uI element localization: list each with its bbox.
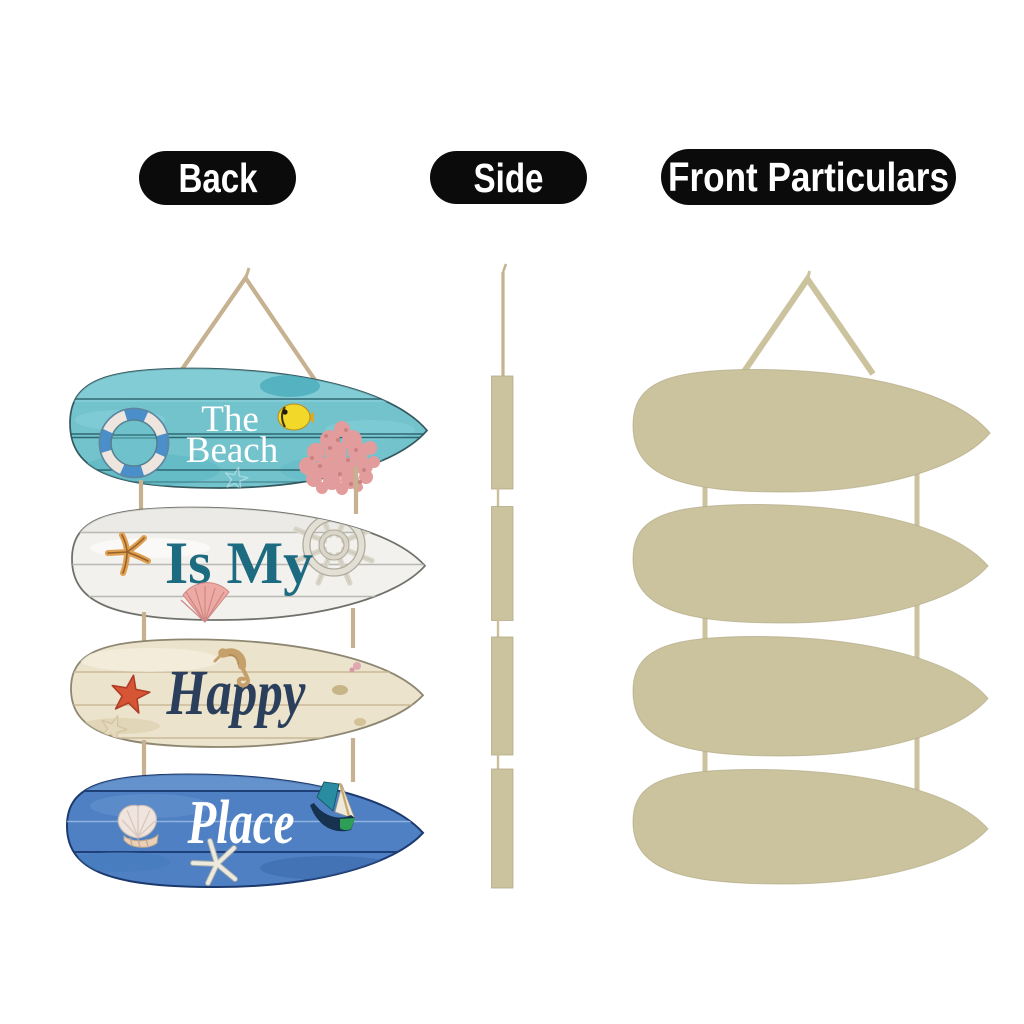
- svg-text:Is My: Is My: [165, 530, 313, 596]
- svg-text:Front Particulars: Front Particulars: [668, 154, 949, 200]
- svg-text:Back: Back: [179, 155, 258, 201]
- svg-text:Happy: Happy: [166, 656, 307, 728]
- svg-text:The: The: [201, 399, 259, 440]
- svg-text:Side: Side: [474, 155, 544, 201]
- svg-text:Beach: Beach: [186, 430, 279, 471]
- svg-text:Place: Place: [187, 788, 295, 857]
